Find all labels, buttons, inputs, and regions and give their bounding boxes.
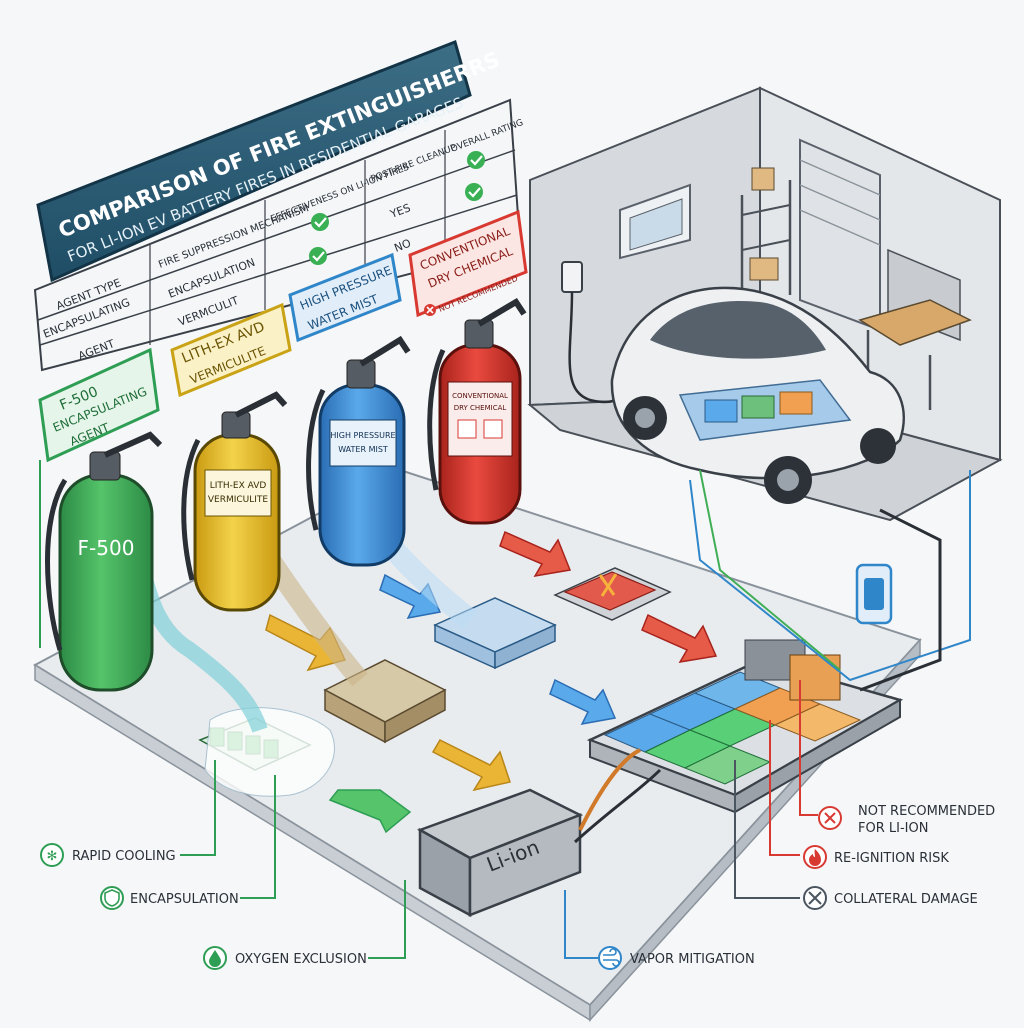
cell-module-drychem — [553, 567, 672, 621]
legend-reignition-risk-label: RE-IGNITION RISK — [834, 851, 949, 866]
legend-not-recommended-line2: FOR LI-ION — [858, 821, 928, 836]
extinguisher-watermist-label-line1: HIGH PRESSURE — [330, 431, 395, 440]
snowflake-icon: ✻ — [47, 849, 58, 864]
check-icon — [467, 151, 485, 169]
shield-icon — [104, 889, 120, 907]
extinguisher-f500: F-500 — [45, 431, 163, 692]
flow-arrows — [265, 530, 718, 834]
extinguisher-lithex-label-line1: LITH-EX AVD — [210, 481, 267, 491]
legend-rapid-cooling-label: RAPID COOLING — [72, 849, 176, 864]
legend-rapid-cooling: ✻ RAPID COOLING — [40, 843, 176, 867]
x-icon — [424, 304, 436, 316]
legend-encapsulation-label: ENCAPSULATION — [130, 892, 239, 907]
extinguisher-watermist-label-line2: WATER MIST — [338, 445, 388, 454]
wind-icon — [603, 948, 620, 967]
extinguisher-drychem-label-line2: DRY CHEMICAL — [454, 404, 507, 412]
x-icon — [824, 812, 836, 824]
tag-drychem: CONVENTIONAL DRY CHEMICAL NOT RECOMMENDE… — [408, 209, 528, 318]
phone-icon — [855, 563, 893, 625]
legend-not-recommended: NOT RECOMMENDED FOR LI-ION — [818, 804, 995, 836]
extinguisher-drychem-label-line1: CONVENTIONAL — [452, 392, 508, 400]
legend-collateral-damage: COLLATERAL DAMAGE — [803, 886, 978, 910]
legend-not-recommended-line1: NOT RECOMMENDED — [858, 804, 995, 819]
extinguisher-drychem: CONVENTIONAL DRY CHEMICAL — [427, 297, 527, 525]
cell-module-foam — [198, 707, 335, 797]
flame-icon — [809, 849, 821, 866]
legend-collateral-damage-label: COLLATERAL DAMAGE — [834, 892, 978, 907]
legend-oxygen-exclusion: OXYGEN EXCLUSION — [203, 946, 367, 970]
electric-car — [610, 286, 905, 504]
extinguisher-lithex: LITH-EX AVD VERMICULITE — [181, 391, 288, 612]
check-icon — [309, 247, 327, 265]
legend-oxygen-exclusion-label: OXYGEN EXCLUSION — [235, 952, 367, 967]
tag-lithex: LITH-EX AVD VERMICULITE — [170, 302, 292, 398]
legend-vapor-mitigation-label: VAPOR MITIGATION — [630, 952, 755, 967]
legend-reignition-risk: RE-IGNITION RISK — [803, 845, 949, 869]
extinguisher-watermist: HIGH PRESSURE WATER MIST — [306, 335, 411, 567]
check-icon — [465, 183, 483, 201]
connector-lines — [39, 460, 971, 959]
drop-icon — [209, 950, 221, 967]
extinguisher-f500-label: F-500 — [78, 536, 135, 560]
battery-pack — [586, 639, 904, 814]
legend-encapsulation: ENCAPSULATION — [100, 886, 239, 910]
check-icon — [311, 213, 329, 231]
li-ion-module: Li-ion — [417, 748, 662, 918]
table-cell-r2-cleanup: NO — [392, 236, 413, 254]
tools-icon — [808, 891, 822, 905]
extinguisher-lithex-label-line2: VERMICULITE — [208, 495, 269, 505]
legend-vapor-mitigation: VAPOR MITIGATION — [598, 946, 755, 970]
comparison-table: AGENT TYPE FIRE SUPPRESSION MECHANISM EF… — [33, 98, 525, 372]
